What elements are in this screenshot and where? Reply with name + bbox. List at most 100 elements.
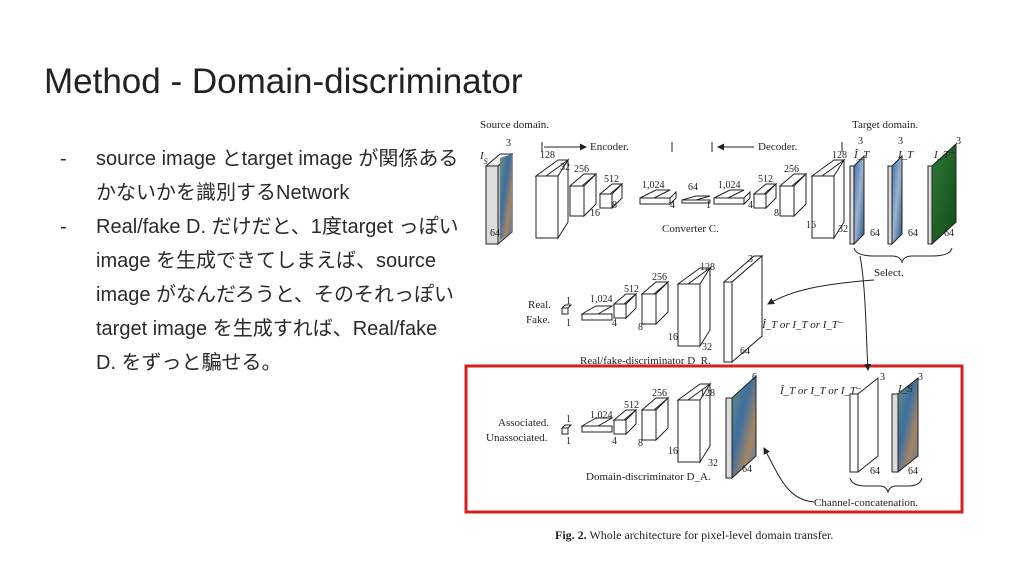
svg-text:128: 128 bbox=[540, 150, 555, 161]
svg-text:3: 3 bbox=[506, 138, 511, 149]
caption-prefix: Fig. 2. bbox=[555, 528, 587, 542]
svg-text:1,024: 1,024 bbox=[718, 180, 741, 191]
svg-text:64: 64 bbox=[740, 346, 750, 357]
svg-text:64: 64 bbox=[490, 228, 500, 239]
svg-text:32: 32 bbox=[838, 224, 848, 235]
svg-text:3: 3 bbox=[858, 136, 863, 147]
svg-text:128: 128 bbox=[700, 262, 715, 273]
bullet-dash: - bbox=[60, 148, 67, 170]
svg-text:512: 512 bbox=[758, 174, 773, 185]
svg-text:512: 512 bbox=[624, 400, 639, 411]
bullet-dash: - bbox=[60, 216, 67, 238]
svg-text:256: 256 bbox=[652, 272, 667, 283]
svg-text:3: 3 bbox=[880, 372, 885, 383]
svg-text:4: 4 bbox=[670, 200, 675, 211]
domain-disc-label: Domain-discriminator D_A. bbox=[586, 471, 711, 483]
select-to-rf-arrow bbox=[767, 279, 875, 305]
select-label: Select. bbox=[874, 267, 904, 279]
svg-text:16: 16 bbox=[806, 220, 816, 231]
it-minus-label-row1: I_T⁻ bbox=[933, 149, 955, 161]
real-fake-disc-label: Real/fake-discriminator D_R. bbox=[580, 355, 711, 367]
svg-text:8: 8 bbox=[774, 208, 779, 219]
svg-text:256: 256 bbox=[574, 164, 589, 175]
domain-disc-input-image bbox=[725, 374, 757, 480]
caption-text: Whole architecture for pixel-level domai… bbox=[589, 528, 834, 542]
svg-text:4: 4 bbox=[748, 200, 753, 211]
svg-text:4: 4 bbox=[612, 318, 617, 329]
svg-text:1: 1 bbox=[566, 296, 571, 307]
converter-label: Converter C. bbox=[662, 223, 719, 235]
svg-text:64: 64 bbox=[870, 228, 880, 239]
domain-disc-blocks bbox=[560, 382, 712, 464]
svg-text:512: 512 bbox=[604, 174, 619, 185]
figure-caption: Fig. 2. Whole architecture for pixel-lev… bbox=[555, 528, 833, 543]
svg-text:128: 128 bbox=[700, 388, 715, 399]
da-input-choice: Î_T or I_T or I_T⁻ bbox=[779, 385, 862, 397]
svg-text:16: 16 bbox=[668, 446, 678, 457]
svg-text:1,024: 1,024 bbox=[590, 294, 613, 305]
svg-text:8: 8 bbox=[638, 438, 643, 449]
svg-text:64: 64 bbox=[870, 466, 880, 477]
svg-text:32: 32 bbox=[708, 458, 718, 469]
bullet-text: Real/fake D. だけだと、1度target っぽい image を生成… bbox=[96, 216, 459, 374]
channel-concat-label: Channel-concatenation. bbox=[814, 497, 918, 509]
svg-text:16: 16 bbox=[668, 332, 678, 343]
svg-text:3: 3 bbox=[748, 254, 753, 265]
target-images bbox=[849, 142, 957, 246]
associated-label: Associated. bbox=[498, 417, 549, 429]
svg-text:64: 64 bbox=[908, 228, 918, 239]
bullet-item: - source image とtarget image が関係あるかないかを識別… bbox=[60, 142, 460, 210]
svg-text:IS: IS bbox=[479, 150, 488, 166]
svg-text:16: 16 bbox=[590, 208, 600, 219]
it-hat-label-row1: Î_T bbox=[853, 149, 870, 161]
source-image-row1 bbox=[484, 152, 514, 246]
rf-disc-blocks bbox=[560, 254, 764, 364]
select-to-da-arrow bbox=[859, 255, 872, 371]
svg-text:256: 256 bbox=[784, 164, 799, 175]
real-label: Real. bbox=[528, 299, 551, 311]
svg-text:8: 8 bbox=[612, 200, 617, 211]
svg-text:3: 3 bbox=[956, 136, 961, 147]
bullet-text: source image とtarget image が関係あるかないかを識別す… bbox=[96, 148, 459, 204]
encoder-blocks bbox=[534, 158, 711, 240]
decoder-label: Decoder. bbox=[758, 141, 798, 153]
svg-text:64: 64 bbox=[944, 228, 954, 239]
unassociated-label: Unassociated. bbox=[486, 432, 548, 444]
fake-label: Fake. bbox=[526, 314, 550, 326]
svg-text:32: 32 bbox=[702, 342, 712, 353]
svg-text:8: 8 bbox=[638, 322, 643, 333]
slide-title: Method - Domain-discriminator bbox=[44, 62, 523, 101]
svg-text:6: 6 bbox=[752, 372, 757, 383]
architecture-diagram: Source domain. Target domain. Encoder. D… bbox=[464, 119, 964, 514]
source-domain-label: Source domain. bbox=[480, 119, 549, 131]
svg-text:1: 1 bbox=[566, 318, 571, 329]
bullet-list: - source image とtarget image が関係あるかないかを識別… bbox=[60, 142, 460, 380]
svg-text:64: 64 bbox=[688, 182, 698, 193]
rf-input-choice: Î_T or I_T or I_T⁻ bbox=[761, 319, 844, 331]
svg-text:1: 1 bbox=[566, 436, 571, 447]
svg-text:1: 1 bbox=[706, 200, 711, 211]
svg-text:64: 64 bbox=[908, 466, 918, 477]
decoder-blocks bbox=[713, 158, 846, 240]
concat-to-da-arrow bbox=[763, 447, 815, 503]
svg-text:3: 3 bbox=[898, 136, 903, 147]
encoder-label: Encoder. bbox=[590, 141, 629, 153]
highlight-box bbox=[464, 364, 964, 514]
svg-text:3: 3 bbox=[918, 372, 923, 383]
svg-text:32: 32 bbox=[560, 162, 570, 173]
concat-brace bbox=[849, 477, 923, 494]
svg-text:512: 512 bbox=[624, 284, 639, 295]
is-label-row3: I_S bbox=[897, 383, 913, 395]
svg-text:128: 128 bbox=[832, 150, 847, 161]
svg-text:1,024: 1,024 bbox=[590, 410, 613, 421]
select-brace bbox=[853, 247, 953, 264]
svg-text:64: 64 bbox=[742, 464, 752, 475]
svg-text:1: 1 bbox=[566, 414, 571, 425]
svg-text:1,024: 1,024 bbox=[642, 180, 665, 191]
it-label-row1: I_T bbox=[897, 149, 914, 161]
svg-text:4: 4 bbox=[612, 436, 617, 447]
target-domain-label: Target domain. bbox=[852, 119, 918, 131]
architecture-figure: Source domain. Target domain. Encoder. D… bbox=[462, 108, 970, 548]
svg-text:256: 256 bbox=[652, 388, 667, 399]
bullet-item: - Real/fake D. だけだと、1度target っぽい image を生… bbox=[60, 210, 460, 380]
